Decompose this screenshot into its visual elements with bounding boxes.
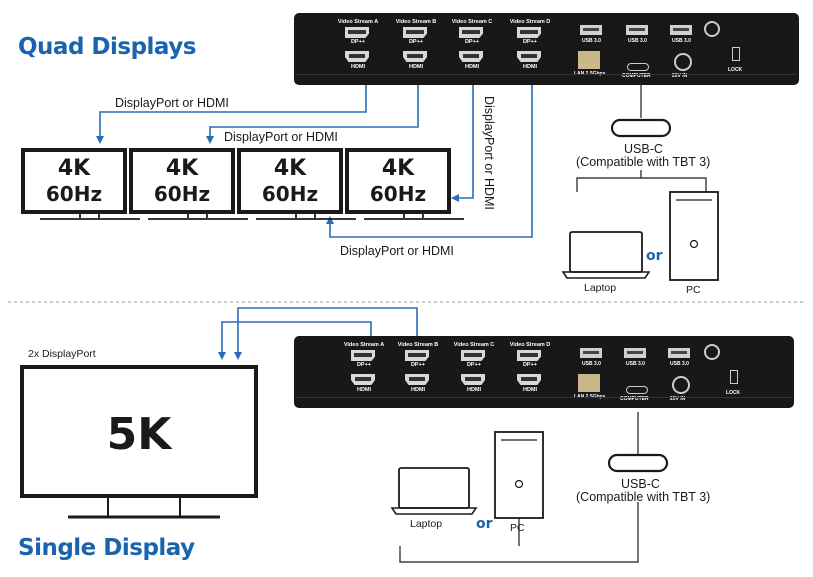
lan-port-icon <box>578 51 600 69</box>
lock-label: LOCK <box>726 390 741 396</box>
usb-port <box>580 25 602 35</box>
usb-port <box>668 348 690 358</box>
usb-label: USB 3.0 <box>628 38 647 44</box>
cable-label-b: DisplayPort or HDMI <box>224 130 338 144</box>
or-label: or <box>646 248 663 264</box>
usbc-label: USB-C <box>624 142 663 156</box>
computer-label: COMPUTER <box>620 396 649 402</box>
usb-label: USB 3.0 <box>672 38 691 44</box>
cable-label-d: DisplayPort or HDMI <box>340 244 454 258</box>
cable-single-a <box>218 321 372 360</box>
cable-single-b <box>234 307 418 360</box>
usb-port <box>624 348 646 358</box>
cable-stream-a <box>96 82 367 144</box>
usbc-label-single: USB-C <box>621 477 660 491</box>
usb-port <box>670 25 692 35</box>
dc-in-icon <box>672 376 690 394</box>
monitor-2: 4K 60Hz <box>129 148 235 214</box>
usbc-port-icon <box>627 63 649 71</box>
computer-label: COMPUTER <box>622 73 651 79</box>
usbc-port-icon <box>626 386 648 394</box>
cable-label-a: DisplayPort or HDMI <box>115 96 229 110</box>
cable-stream-d <box>326 82 533 238</box>
usb-port <box>626 25 648 35</box>
power-in-label: 20V IN <box>672 73 688 79</box>
lock-slot-icon <box>730 370 738 384</box>
or-label-single: or <box>476 516 493 532</box>
usb-port <box>580 348 602 358</box>
power-in-label: 20V IN <box>670 396 686 402</box>
pc-label: PC <box>686 284 701 296</box>
monitor-1: 4K 60Hz <box>21 148 127 214</box>
cable-label-c: DisplayPort or HDMI <box>482 96 496 210</box>
lan-port-icon <box>578 374 600 392</box>
power-button-icon <box>704 344 720 360</box>
lan-label: LAN 2.5Gbps <box>574 394 606 400</box>
single-display-heading: Single Display <box>18 535 195 561</box>
lan-label: LAN 2.5Gbps <box>574 71 606 77</box>
monitor-4: 4K 60Hz <box>345 148 451 214</box>
laptop-label: Laptop <box>584 282 617 294</box>
laptop-label-single: Laptop <box>410 518 443 530</box>
usb-label: USB 3.0 <box>626 361 645 367</box>
lock-slot-icon <box>732 47 740 61</box>
cable-stream-b <box>206 82 419 144</box>
usb-label: USB 3.0 <box>582 361 601 367</box>
cable-stream-c <box>451 82 474 202</box>
quad-displays-heading: Quad Displays <box>18 34 196 60</box>
usbc-note-single: (Compatible with TBT 3) <box>576 490 711 504</box>
lock-label: LOCK <box>728 67 743 73</box>
monitor-3: 4K 60Hz <box>237 148 343 214</box>
pc-label-single: PC <box>510 522 525 534</box>
monitor-5k: 5K <box>20 365 258 498</box>
usb-label: USB 3.0 <box>670 361 689 367</box>
usb-label: USB 3.0 <box>582 38 601 44</box>
dc-in-icon <box>674 53 692 71</box>
power-button-icon <box>704 21 720 37</box>
cable-label-2x-dp: 2x DisplayPort <box>28 348 96 360</box>
usbc-note: (Compatible with TBT 3) <box>576 155 711 169</box>
